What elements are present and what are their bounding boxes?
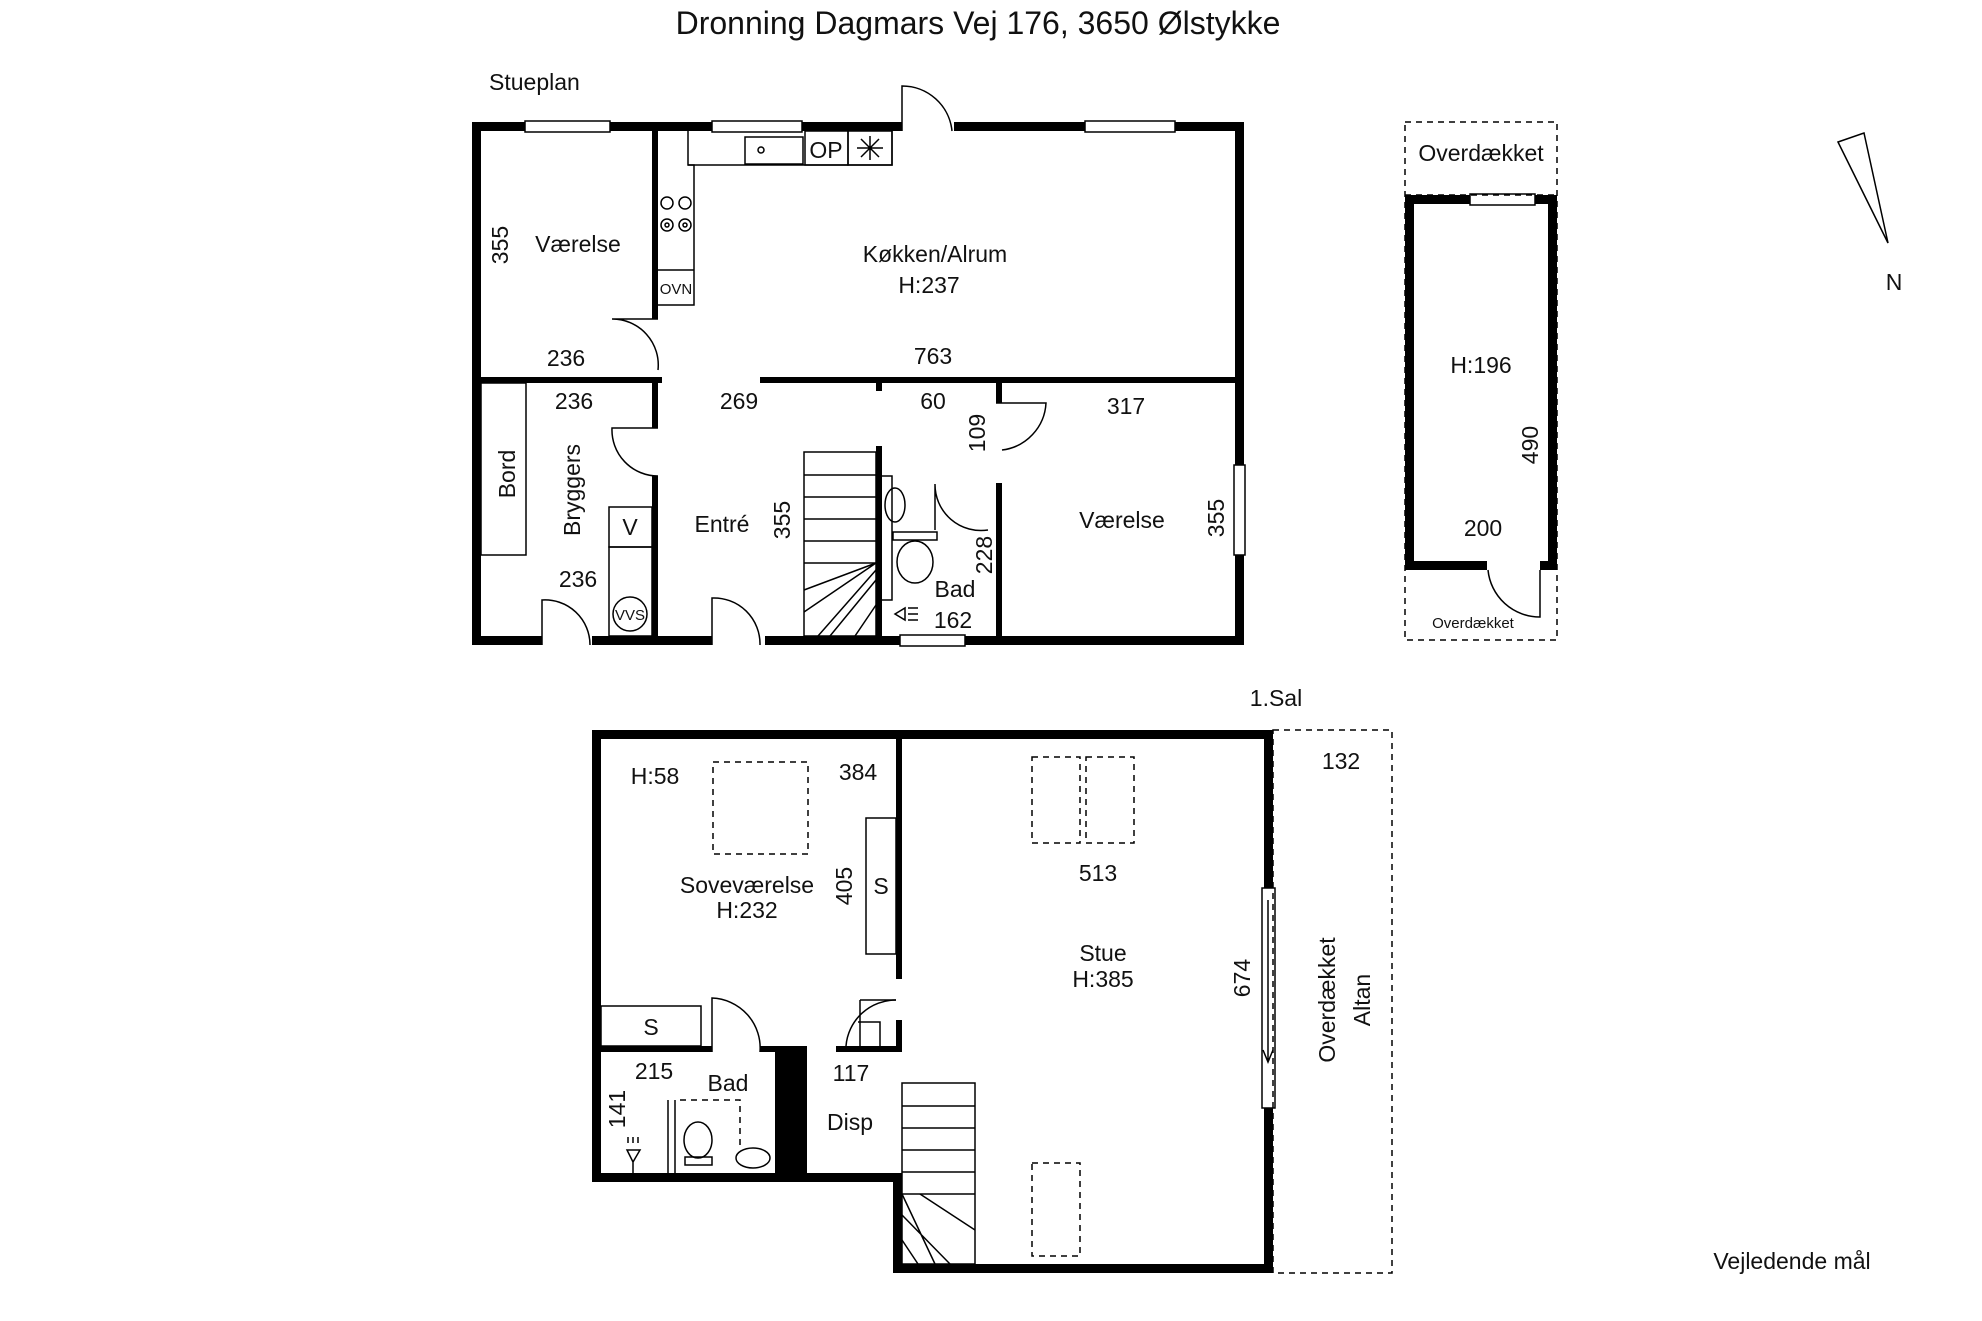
footer-note: Vejledende mål [1713, 1248, 1870, 1274]
room-stue: Stue [1079, 940, 1126, 966]
dim-384: 384 [839, 759, 878, 785]
room-bedroom-height: H:232 [716, 897, 777, 923]
bedroom-height-low: H:58 [631, 763, 680, 789]
vvs-label: VVS [615, 607, 645, 624]
ground-floor-windows [524, 120, 1246, 647]
dim-109: 109 [964, 414, 990, 452]
dim-132: 132 [1322, 748, 1360, 774]
utility-fixtures: V VVS [480, 382, 653, 637]
dim-236-b: 236 [555, 388, 593, 414]
dim-269: 269 [720, 388, 758, 414]
shed-label-top: Overdækket [1418, 140, 1544, 166]
upper-bath-fixtures [625, 1099, 771, 1173]
dim-355-right: 355 [1203, 499, 1229, 537]
dim-60: 60 [920, 388, 946, 414]
dim-763: 763 [914, 343, 952, 369]
wardrobes [600, 817, 897, 1047]
dim-513: 513 [1079, 860, 1117, 886]
compass-north: N [1886, 269, 1903, 295]
room-altan-line1: Overdækket [1314, 937, 1340, 1063]
bord-label: Bord [494, 450, 520, 499]
dim-490: 490 [1517, 426, 1543, 464]
room-entre: Entré [695, 511, 750, 537]
first-floor-walls [592, 730, 1273, 1273]
skylights [712, 756, 1135, 1257]
op-label: OP [809, 137, 842, 163]
page-title: Dronning Dagmars Vej 176, 3650 Ølstykke [676, 5, 1281, 41]
room-bad-ground: Bad [935, 576, 976, 602]
shower-icon [893, 606, 918, 622]
dim-228: 228 [971, 536, 997, 574]
wardrobe-label-1: S [873, 873, 888, 899]
first-floor-openings [711, 887, 1276, 1109]
dim-317: 317 [1107, 393, 1145, 419]
dim-162: 162 [934, 607, 972, 633]
ground-bath-fixtures [882, 475, 938, 622]
room-kitchen: Køkken/Alrum [863, 241, 1007, 267]
dim-117: 117 [833, 1060, 870, 1086]
dim-355-entre: 355 [769, 501, 795, 539]
shed [1404, 121, 1558, 641]
room-stue-height: H:385 [1072, 966, 1133, 992]
wardrobe-label-2: S [643, 1014, 658, 1040]
dim-141: 141 [604, 1090, 630, 1128]
sink-label: V [622, 514, 638, 540]
room-bryggers: Bryggers [559, 444, 585, 536]
dim-674: 674 [1229, 959, 1255, 998]
first-floor-label: 1.Sal [1250, 685, 1302, 711]
ground-floor-label: Stueplan [489, 69, 580, 95]
room-vaerelse-right: Værelse [1079, 507, 1165, 533]
room-vaerelse-left: Værelse [535, 231, 621, 257]
dim-405: 405 [831, 867, 857, 905]
room-disp: Disp [827, 1109, 873, 1135]
oven-label: OVN [660, 281, 693, 298]
room-kitchen-height: H:237 [898, 272, 959, 298]
dim-215: 215 [635, 1058, 673, 1084]
dim-200: 200 [1464, 515, 1502, 541]
ground-floor-doors [541, 85, 1047, 646]
kitchen-counter: OP OVN [658, 130, 893, 306]
compass-arrow-icon [1836, 132, 1889, 244]
room-bedroom: Soveværelse [680, 872, 814, 898]
shed-label-bottom: Overdækket [1432, 615, 1515, 632]
room-altan-line2: Altan [1349, 974, 1375, 1026]
dim-236-a: 236 [547, 345, 585, 371]
balcony-outline [1272, 729, 1393, 1274]
shower-icon [625, 1137, 642, 1173]
ground-staircase [803, 451, 877, 637]
shed-height: H:196 [1450, 352, 1511, 378]
room-bad-upper: Bad [708, 1070, 749, 1096]
dim-355-left: 355 [487, 226, 513, 264]
upper-staircase [901, 1082, 976, 1265]
freezer-icon [857, 136, 883, 160]
stove-icon [660, 196, 692, 232]
dim-236-c: 236 [559, 566, 597, 592]
